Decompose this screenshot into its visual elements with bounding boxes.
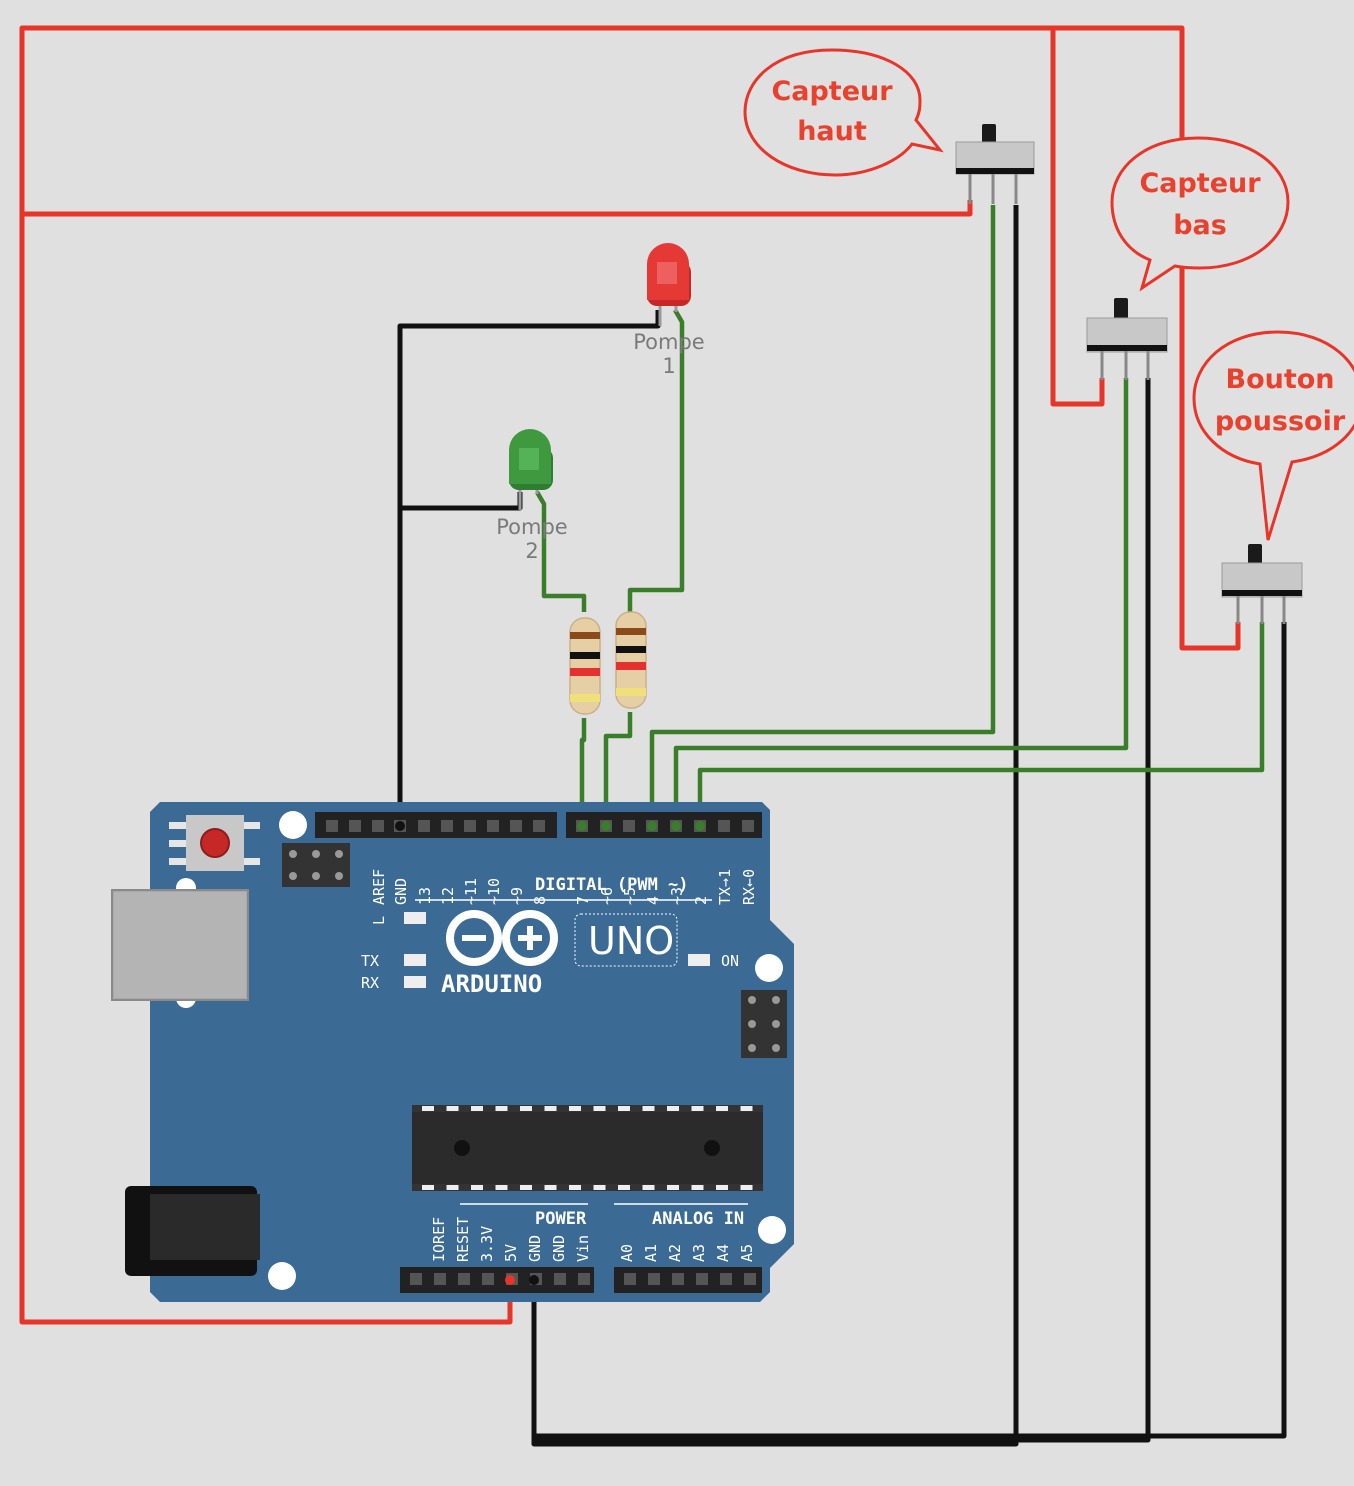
ground-wire-switches	[531, 205, 1019, 1447]
brand-label: ARDUINO	[441, 970, 542, 998]
power-pin-label-3: 5V	[502, 1244, 520, 1262]
led-tx: TX	[361, 952, 426, 970]
ground-wire-leds	[397, 310, 661, 822]
power-wire-capteur-bas	[1050, 28, 1105, 407]
svg-text:ON: ON	[721, 952, 739, 970]
power-pin-label-5: GND	[550, 1235, 568, 1262]
callout-bouton-line2: poussoir	[1215, 406, 1346, 437]
power-label: POWER	[535, 1209, 587, 1229]
mount-hole	[758, 1216, 786, 1244]
digital-header-right	[566, 812, 762, 838]
power-pin-label-2: 3.3V	[478, 1226, 496, 1262]
pin-label-1: GND	[392, 878, 410, 905]
resistor-pompe1	[615, 611, 647, 709]
pin-label-4: ~11	[462, 878, 480, 905]
signal-wires	[535, 205, 1265, 822]
model-label: UNO	[588, 919, 674, 963]
power-wire-capteur-haut	[22, 200, 973, 217]
ground-wire-capteur-bas	[534, 378, 1151, 1443]
switch-capteur-bas[interactable]	[1086, 298, 1168, 380]
ground-wire-pompe2	[400, 492, 523, 511]
ground-wires	[397, 205, 1287, 1447]
callout-capteur-haut-line2: haut	[797, 116, 867, 147]
power-jack	[125, 1186, 260, 1276]
icsp-header-top	[282, 843, 350, 887]
led-pompe1-label-line2: 1	[662, 354, 675, 378]
analog-header	[614, 1267, 762, 1293]
callout-capteur-haut: Capteur haut	[743, 48, 944, 177]
led-pompe1: Pompe 1	[633, 243, 705, 378]
mount-hole	[268, 1262, 296, 1290]
analog-pin-label-3: A3	[690, 1244, 708, 1262]
signal-wire-capteur-bas	[673, 378, 1129, 822]
led-pompe2-label-line1: Pompe	[496, 515, 567, 539]
analog-pin-label-4: A4	[714, 1244, 732, 1262]
signal-wire-pin7	[579, 718, 587, 822]
mount-hole	[279, 811, 307, 839]
microcontroller-chip	[412, 1105, 763, 1191]
signal-wire-pin6	[603, 712, 633, 822]
reset-button[interactable]	[169, 815, 260, 871]
pin-label-15: RX←0	[740, 869, 758, 905]
callout-capteur-bas-line1: Capteur	[1139, 168, 1261, 199]
pin-label-0: AREF	[370, 869, 388, 905]
analog-pin-label-2: A2	[666, 1244, 684, 1262]
resistor-pompe2	[569, 617, 601, 715]
pin-label-6: ~9	[508, 887, 526, 905]
power-pin-label-0: IOREF	[430, 1217, 448, 1262]
usb-connector	[111, 889, 249, 1001]
callout-bouton-line1: Bouton	[1225, 364, 1334, 395]
analog-pin-label-1: A1	[642, 1244, 660, 1262]
pin-label-14: TX→1	[716, 869, 734, 905]
callout-capteur-bas: Capteur bas	[1110, 136, 1290, 292]
led-pompe2-label-line2: 2	[525, 539, 538, 563]
signal-wire-capteur-haut	[649, 205, 996, 822]
analog-pin-label-0: A0	[618, 1244, 636, 1262]
callout-capteur-bas-line2: bas	[1173, 210, 1227, 241]
arduino-logo: ARDUINO UNO	[441, 910, 678, 998]
power-pin-label-4: GND	[526, 1235, 544, 1262]
digital-label: DIGITAL (PWM ~)	[535, 875, 689, 895]
switch-bouton-poussoir[interactable]	[1221, 544, 1303, 624]
callout-bouton-poussoir: Bouton poussoir	[1192, 330, 1354, 541]
svg-text:TX: TX	[361, 952, 379, 970]
ground-wire-bouton	[534, 622, 1287, 1439]
pin-label-3: 12	[439, 887, 457, 905]
svg-text:RX: RX	[361, 974, 379, 992]
svg-text:L: L	[370, 916, 388, 925]
analog-pin-label-5: A5	[738, 1244, 756, 1262]
pin-label-2: 13	[416, 887, 434, 905]
power-pin-label-1: RESET	[454, 1217, 472, 1262]
signal-wire-pompe1	[627, 308, 685, 612]
analog-label: ANALOG IN	[652, 1209, 744, 1229]
pin-label-5: ~10	[485, 878, 503, 905]
signal-wire-bouton	[697, 622, 1265, 822]
power-wires	[19, 25, 1241, 1325]
bottom-pin-labels: IOREF RESET 3.3V 5V GND GND Vin A0 A1 A2 A3 A4 A5	[430, 1217, 756, 1262]
callout-capteur-haut-line1: Capteur	[771, 76, 893, 107]
led-pompe2: Pompe 2	[496, 429, 568, 563]
led-on: ON	[688, 952, 739, 970]
led-l: L	[370, 912, 426, 925]
power-wire-main	[19, 25, 1241, 1325]
led-pompe1-label-line1: Pompe	[633, 330, 704, 354]
icsp-header-right	[741, 990, 787, 1058]
mount-hole	[755, 954, 783, 982]
header-wire-ends	[395, 821, 705, 1285]
switch-capteur-haut[interactable]	[955, 124, 1035, 204]
signal-wire-pompe2	[535, 490, 587, 612]
power-pin-label-6: Vin	[574, 1235, 592, 1262]
led-rx: RX	[361, 974, 426, 992]
